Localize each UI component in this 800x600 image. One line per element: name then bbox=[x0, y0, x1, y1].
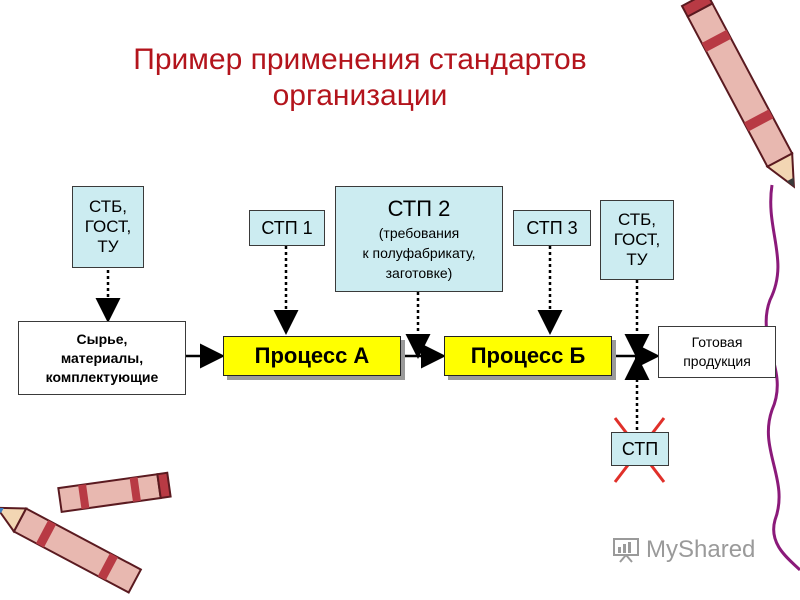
scribble-decoration bbox=[764, 184, 800, 572]
box-line: Сырье, bbox=[76, 330, 128, 347]
box-line: ТУ bbox=[626, 250, 648, 269]
box-line: продукция bbox=[683, 353, 751, 369]
title-line-1: Пример применения стандартов bbox=[133, 43, 587, 76]
raw-materials-box: Сырье, материалы, комплектующие bbox=[18, 321, 186, 395]
watermark: MyShared bbox=[612, 536, 755, 564]
box-line: комплектующие bbox=[45, 368, 159, 385]
pencil-icon bbox=[0, 506, 143, 594]
box-line: к полуфабрикату, bbox=[362, 245, 476, 261]
title-line-2: организации bbox=[272, 79, 448, 112]
box-title: СТП 2 bbox=[387, 196, 451, 221]
stp1-box: СТП 1 bbox=[249, 210, 325, 246]
presentation-board-icon bbox=[613, 538, 639, 563]
standards-box-left: СТБ, ГОСТ, ТУ bbox=[72, 186, 144, 268]
process-label: Процесс А bbox=[254, 343, 370, 368]
box-line: ГОСТ, bbox=[84, 217, 132, 236]
process-label: Процесс Б bbox=[470, 343, 586, 368]
box-label: СТП 3 bbox=[526, 218, 578, 238]
watermark-text: MyShared bbox=[646, 536, 756, 563]
box-line: Готовая bbox=[691, 334, 743, 350]
box-label: СТП 1 bbox=[261, 218, 313, 238]
stp3-box: СТП 3 bbox=[513, 210, 591, 246]
box-label: СТП bbox=[621, 439, 659, 459]
box-line: СТБ, bbox=[618, 210, 656, 229]
box-line: СТБ, bbox=[89, 197, 127, 216]
process-a-box: Процесс А bbox=[223, 336, 401, 376]
box-line: ГОСТ, bbox=[613, 230, 661, 249]
box-line: (требования bbox=[378, 225, 460, 241]
stp-crossed-box: СТП bbox=[611, 432, 669, 466]
box-line: заготовке) bbox=[385, 265, 453, 281]
process-b-box: Процесс Б bbox=[444, 336, 612, 376]
box-line: ТУ bbox=[97, 237, 119, 256]
finished-product-box: Готовая продукция bbox=[658, 326, 776, 378]
standards-box-right: СТБ, ГОСТ, ТУ bbox=[600, 200, 674, 280]
box-line: материалы, bbox=[60, 349, 144, 366]
pencil-icon bbox=[57, 471, 172, 514]
stp2-box: СТП 2 (требования к полуфабрикату, загот… bbox=[335, 186, 503, 292]
page-title: Пример применения стандартов организации bbox=[80, 42, 640, 114]
pencil-icon bbox=[680, 0, 796, 189]
